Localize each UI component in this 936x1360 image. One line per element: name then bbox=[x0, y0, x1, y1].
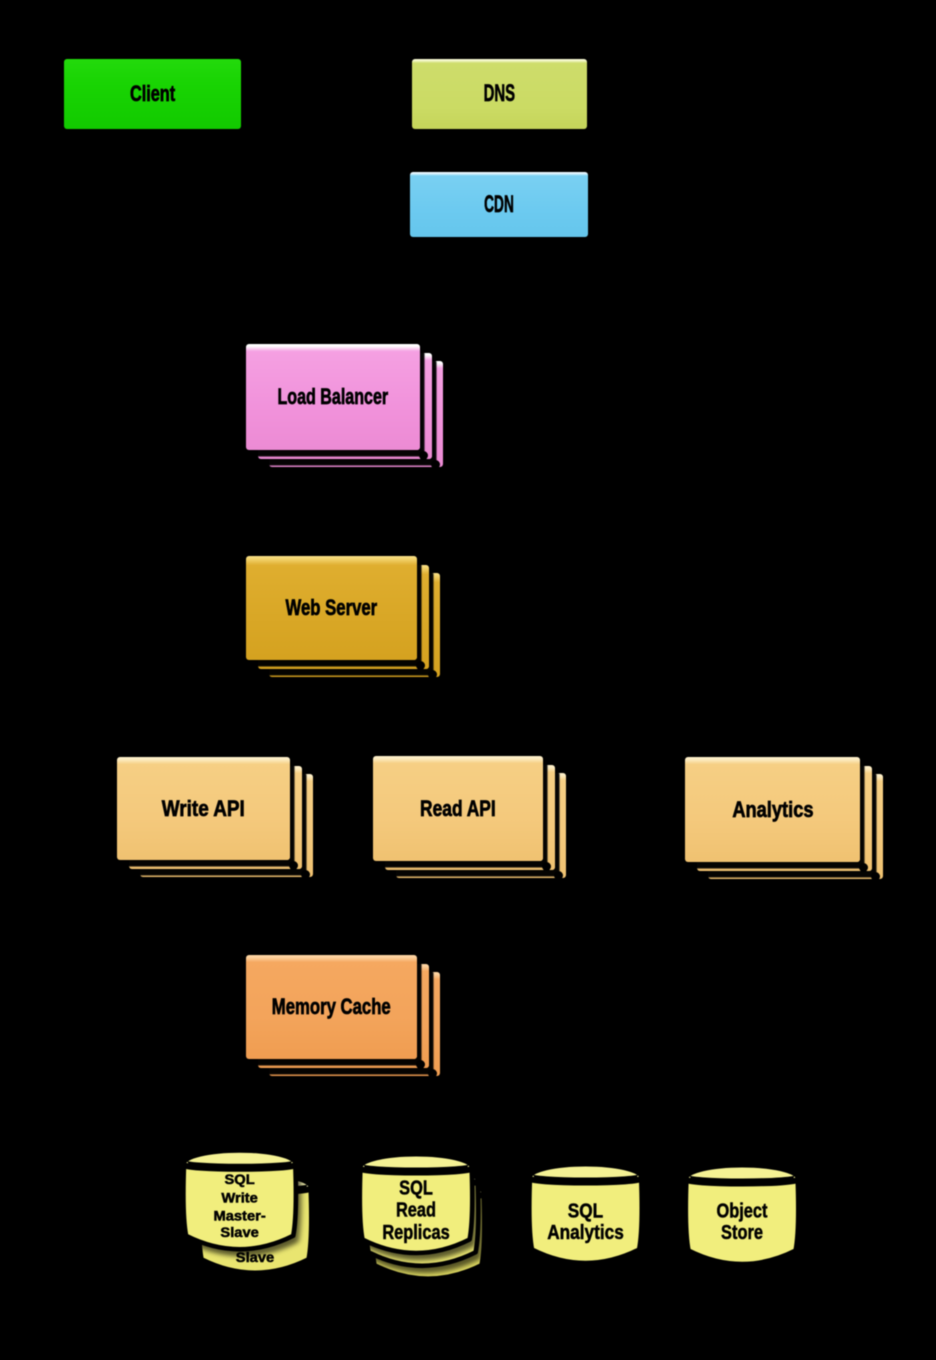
svg-text:Master-: Master- bbox=[213, 1209, 265, 1225]
svg-text:Replicas: Replicas bbox=[382, 1220, 449, 1243]
svg-text:Read: Read bbox=[396, 1198, 436, 1221]
svg-text:SQL: SQL bbox=[224, 1172, 254, 1188]
svg-text:SQL: SQL bbox=[568, 1200, 603, 1223]
svg-text:Slave: Slave bbox=[220, 1225, 258, 1241]
svg-text:SQL: SQL bbox=[399, 1176, 433, 1199]
svg-text:Store: Store bbox=[721, 1220, 763, 1243]
svg-text:Slave: Slave bbox=[236, 1250, 274, 1266]
svg-text:Write: Write bbox=[221, 1191, 257, 1207]
svg-text:Object: Object bbox=[717, 1199, 768, 1222]
svg-text:Analytics: Analytics bbox=[547, 1222, 624, 1245]
